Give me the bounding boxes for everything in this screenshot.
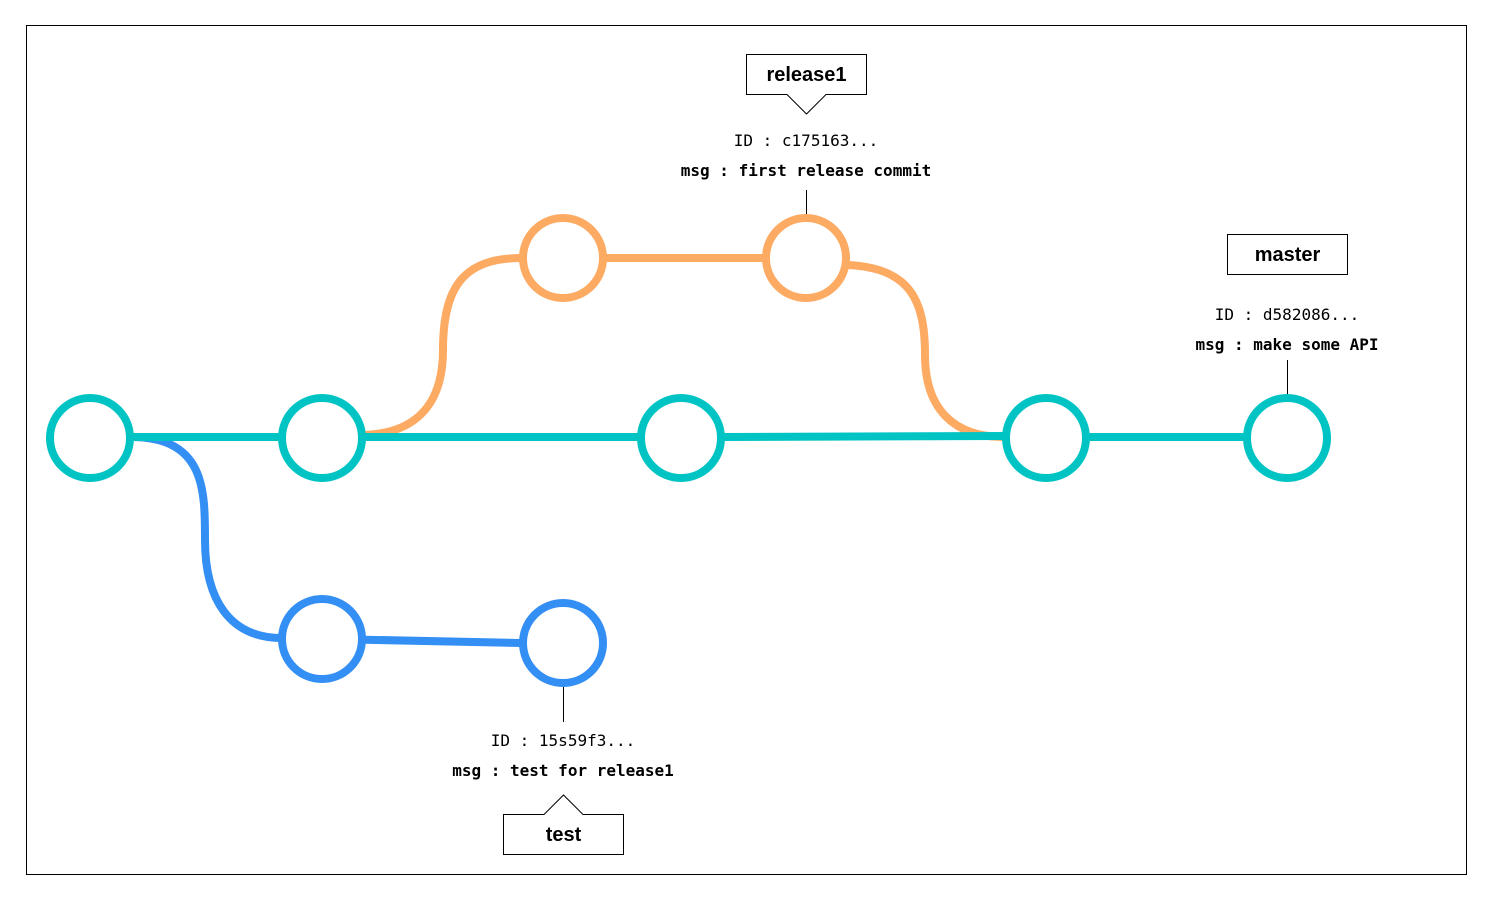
master-branch-line	[127, 432, 1250, 441]
master-commit-id: ID : d582086...	[1215, 305, 1360, 324]
commit-node[interactable]	[278, 394, 366, 482]
commit-node-test-head[interactable]	[519, 599, 607, 687]
commit-node-master-head[interactable]	[1243, 394, 1331, 482]
master-tag: master	[1227, 234, 1348, 275]
release1-branch-line	[360, 254, 770, 439]
test-tag: test	[503, 794, 624, 855]
release1-merge-line	[844, 261, 1007, 441]
release1-commit-msg: msg : first release commit	[681, 161, 931, 180]
commit-node[interactable]	[278, 595, 366, 683]
commit-node[interactable]	[519, 214, 607, 302]
test-tag-label: test	[546, 824, 582, 846]
commit-node-release1-head[interactable]	[762, 214, 850, 302]
master-tag-label: master	[1255, 244, 1321, 266]
master-commit-msg: msg : make some API	[1195, 335, 1378, 354]
diagram-frame	[26, 25, 1467, 875]
release1-tag: release1	[746, 54, 867, 115]
test-commit-msg: msg : test for release1	[452, 761, 674, 780]
test-branch-line	[127, 433, 526, 647]
commit-node[interactable]	[46, 394, 134, 482]
commit-node[interactable]	[637, 394, 725, 482]
release1-tag-label: release1	[766, 64, 846, 86]
commit-node[interactable]	[1002, 394, 1090, 482]
test-commit-id: ID : 15s59f3...	[491, 731, 636, 750]
release1-commit-id: ID : c175163...	[734, 131, 879, 150]
